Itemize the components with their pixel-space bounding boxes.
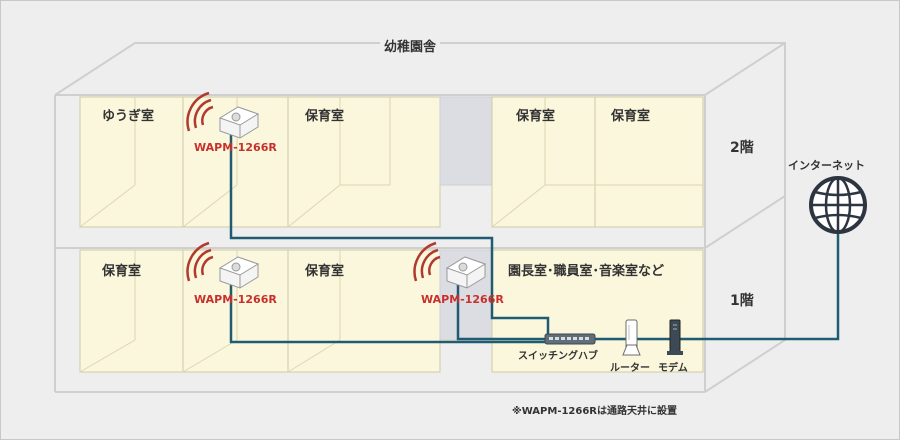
building-title: 幼稚園舎 bbox=[380, 36, 441, 55]
corridor-2f bbox=[439, 96, 493, 186]
room-2f-ap bbox=[182, 96, 289, 228]
access-point-2f bbox=[186, 91, 260, 139]
room-label-1f-3: 園長室･職員室･音楽室など bbox=[508, 264, 665, 279]
switching-hub-icon bbox=[544, 333, 596, 345]
cable-1f-ap-2 bbox=[456, 282, 548, 341]
room-label-2f-3: 保育室 bbox=[516, 109, 556, 124]
router-label: ルーター bbox=[610, 363, 650, 374]
room-label-1f-1: 保育室 bbox=[102, 264, 142, 279]
cable-1f-ap-1 bbox=[229, 280, 548, 344]
ap-label-1f-1: WAPM-1266R bbox=[194, 293, 277, 306]
room-2f-hoiku-3 bbox=[594, 96, 704, 228]
floor-label-1f: 1階 bbox=[730, 293, 754, 309]
floor-label-2f: 2階 bbox=[730, 140, 754, 156]
ap-label-1f-2: WAPM-1266R bbox=[421, 293, 504, 306]
access-point-1f-1 bbox=[186, 241, 260, 289]
room-label-2f-4: 保育室 bbox=[611, 109, 651, 124]
building-outline bbox=[54, 42, 786, 393]
access-point-1f-2 bbox=[413, 241, 487, 289]
ap-label-2f: WAPM-1266R bbox=[194, 141, 277, 154]
globe-icon bbox=[809, 176, 867, 234]
modem-label: モデム bbox=[658, 363, 688, 374]
room-2f-hoiku-1 bbox=[287, 96, 441, 228]
installation-note: ※WAPM-1266Rは通路天井に設置 bbox=[512, 406, 678, 417]
router-icon bbox=[622, 319, 641, 356]
cable-modem-internet bbox=[680, 232, 840, 341]
internet-label: インターネット bbox=[788, 159, 865, 172]
cable-2f-ap bbox=[229, 130, 550, 336]
room-1f-hoiku-1 bbox=[79, 249, 184, 373]
lan-cables bbox=[229, 130, 840, 344]
room-label-2f-1: ゆうぎ室 bbox=[102, 109, 155, 124]
room-2f-yugi bbox=[79, 96, 184, 228]
floor2-rooms bbox=[79, 96, 704, 228]
room-label-2f-2: 保育室 bbox=[305, 109, 345, 124]
switching-hub-label: スイッチングハブ bbox=[518, 351, 598, 362]
room-2f-hoiku-2 bbox=[491, 96, 596, 228]
modem-icon bbox=[667, 319, 683, 355]
room-label-1f-2: 保育室 bbox=[305, 264, 345, 279]
